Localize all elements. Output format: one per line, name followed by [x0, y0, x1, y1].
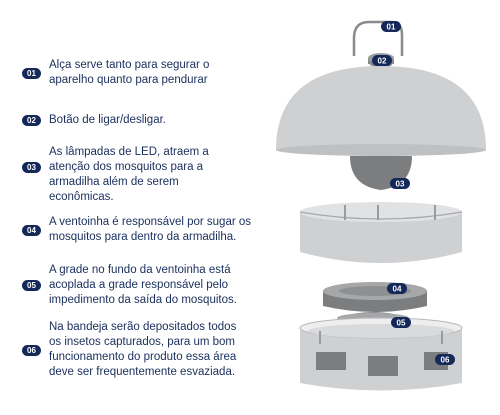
legend-text-06: Na bandeja serão depositados todos os in…	[49, 321, 237, 378]
callout-05: 05	[391, 317, 411, 328]
legend-badge-06: 06	[22, 345, 41, 356]
svg-text:02: 02	[378, 57, 387, 66]
legend-item-02: 02 Botão de ligar/desligar.	[22, 113, 247, 128]
legend-badge-03: 03	[22, 162, 41, 173]
callout-06: 06	[435, 354, 455, 365]
legend-item-05: 05 A grade no fundo da ventoinha está ac…	[22, 263, 237, 308]
fan-housing	[300, 212, 462, 263]
handle	[352, 20, 404, 56]
legend-text-03: As lâmpadas de LED, atraem a atenção dos…	[49, 146, 209, 203]
legend-badge-05: 05	[22, 280, 41, 291]
callout-03: 03	[390, 178, 410, 189]
svg-text:05: 05	[397, 319, 406, 328]
legend-badge-02: 02	[22, 115, 41, 126]
legend-item-06: 06 Na bandeja serão depositados todos os…	[22, 320, 237, 380]
svg-text:01: 01	[387, 23, 396, 32]
callout-01: 01	[381, 21, 401, 32]
legend-badge-04: 04	[22, 225, 41, 236]
legend-text-04: A ventoinha é responsável por sugar os m…	[49, 216, 252, 243]
legend-badge-01: 01	[22, 68, 41, 79]
callout-04: 04	[387, 283, 407, 294]
svg-text:04: 04	[393, 285, 402, 294]
legend-item-04: 04 A ventoinha é responsável por sugar o…	[22, 215, 252, 245]
svg-text:03: 03	[396, 180, 405, 189]
legend-text-01: Alça serve tanto para segurar o aparelho…	[49, 59, 210, 86]
svg-text:06: 06	[441, 356, 450, 365]
callout-02: 02	[372, 55, 392, 66]
legend-item-03: 03 As lâmpadas de LED, atraem a atenção …	[22, 145, 237, 205]
legend-item-01: 01 Alça serve tanto para segurar o apare…	[22, 58, 247, 88]
legend-text-05: A grade no fundo da ventoinha está acopl…	[49, 264, 237, 306]
legend-text-02: Botão de ligar/desligar.	[49, 114, 166, 126]
dome-top	[276, 66, 486, 150]
